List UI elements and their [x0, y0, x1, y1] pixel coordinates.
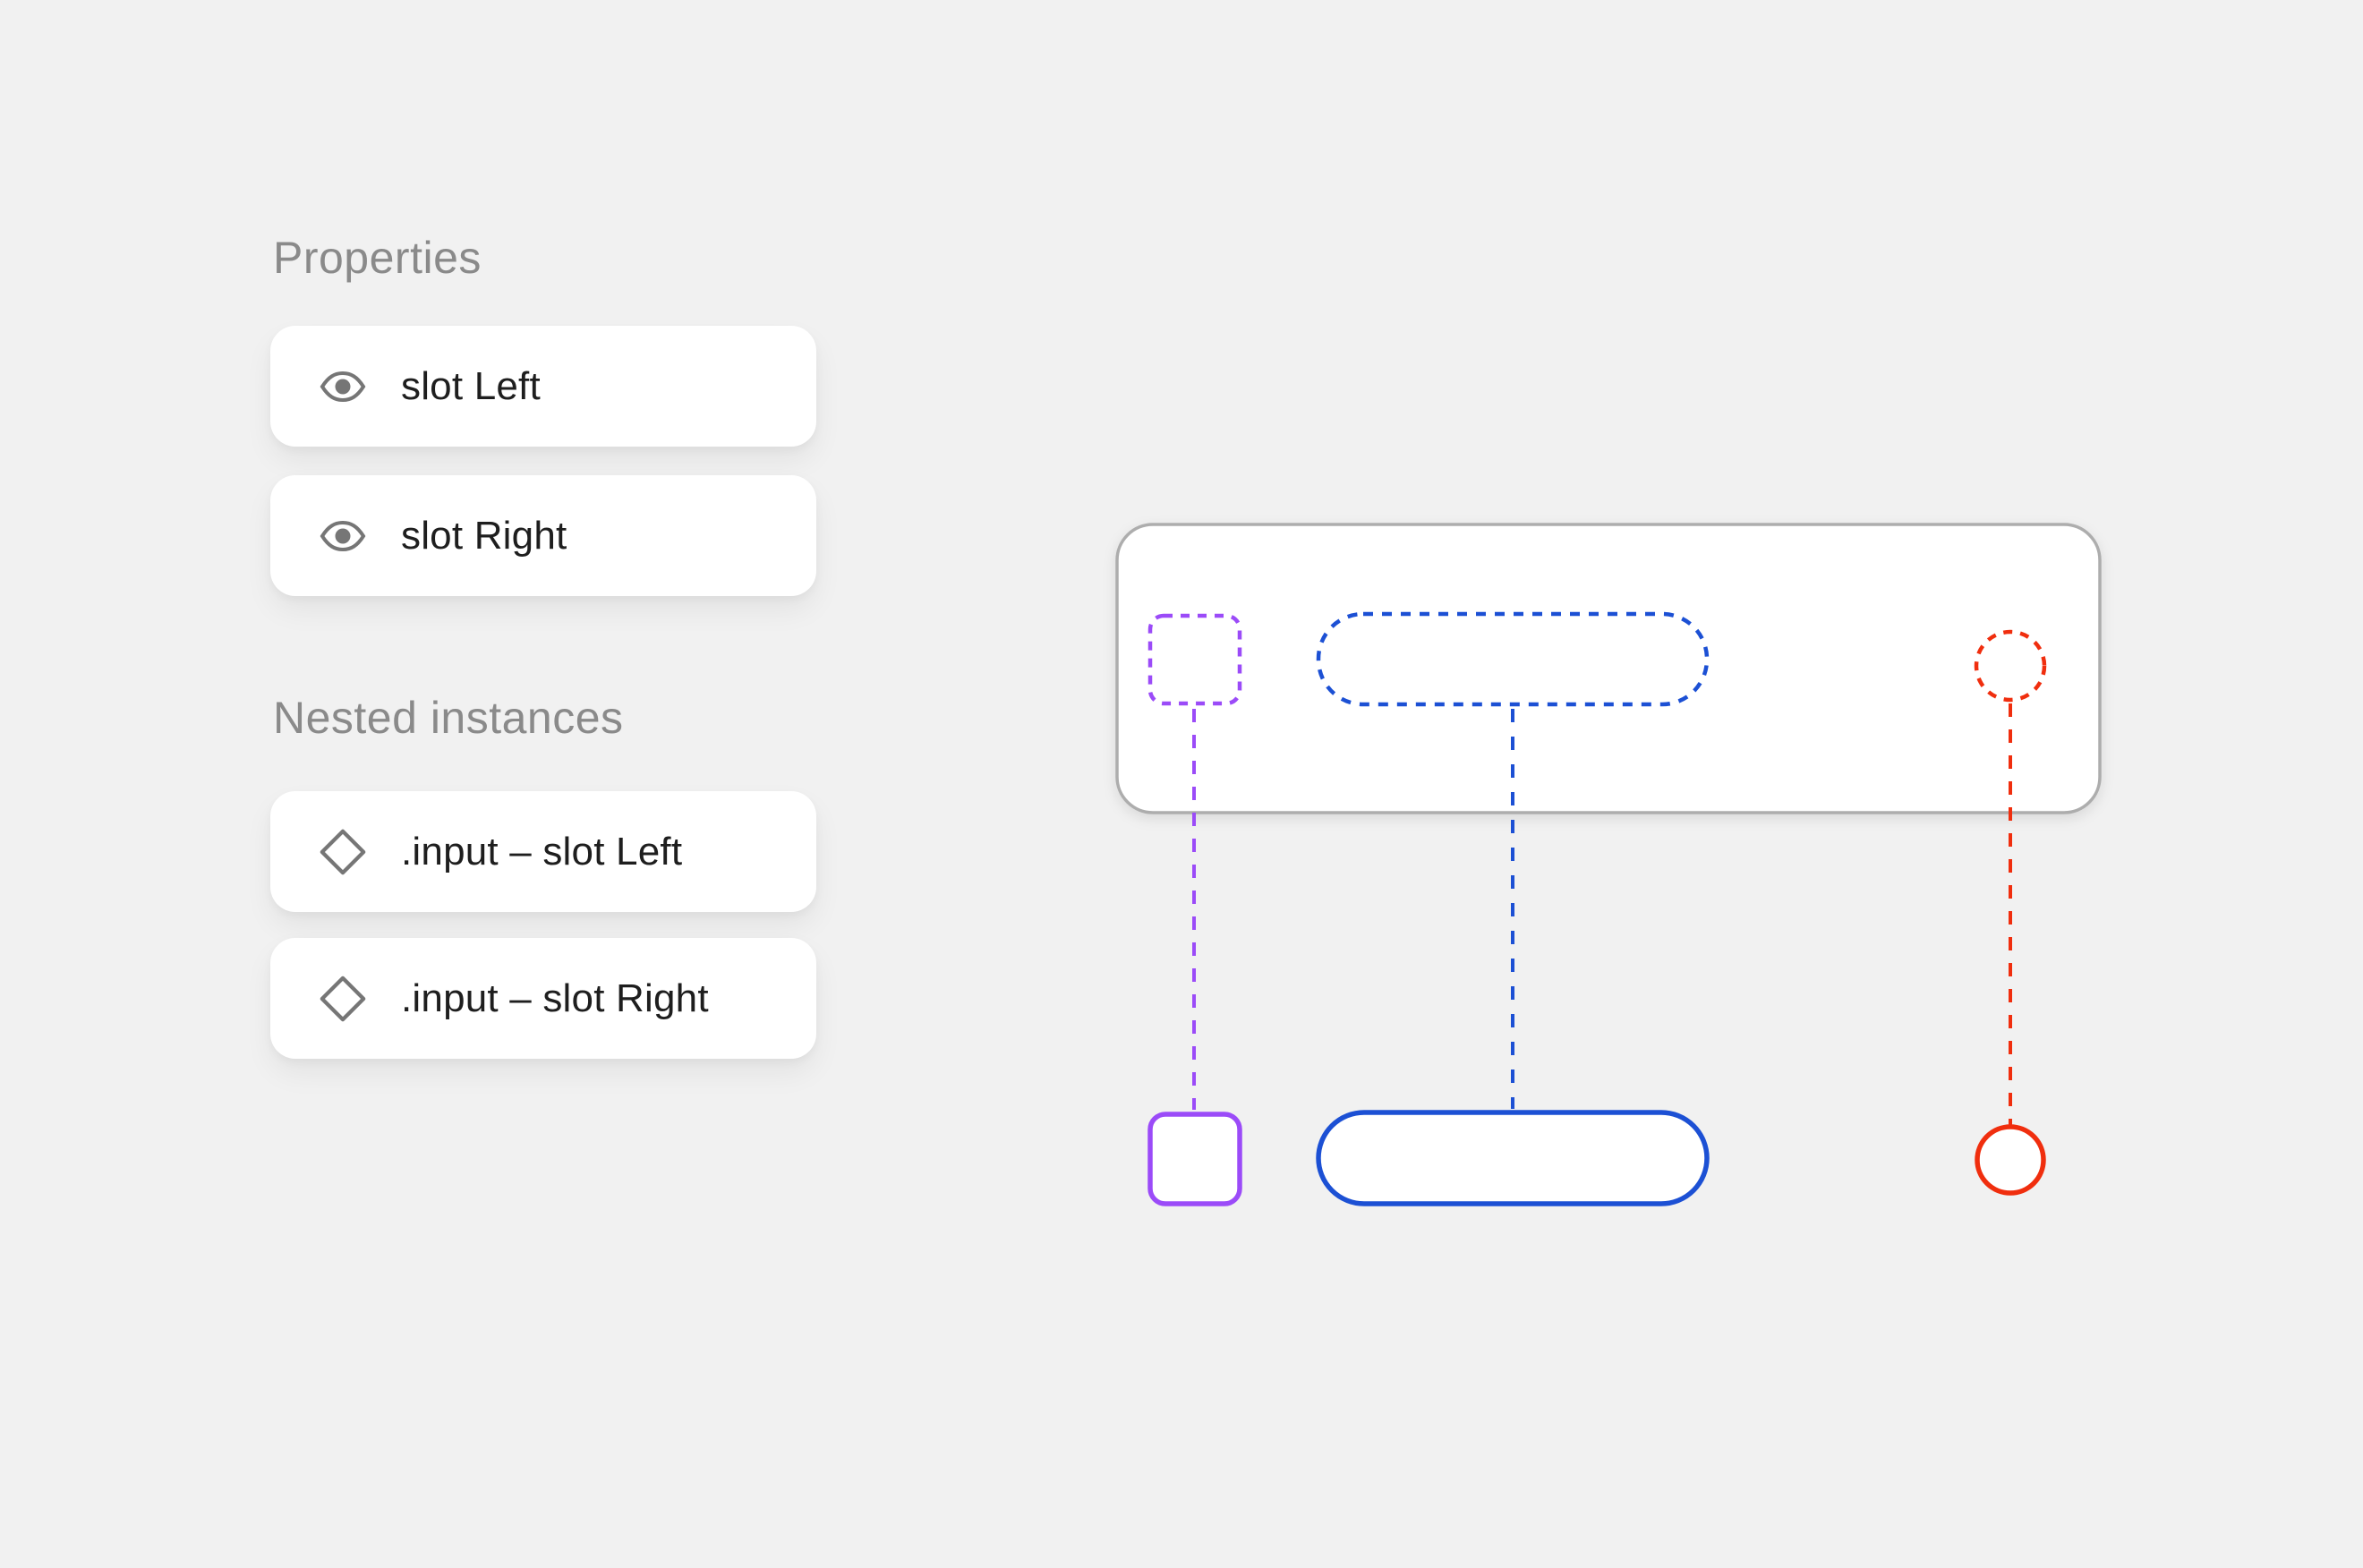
property-row-slot-right[interactable]: slot Right	[270, 475, 816, 596]
input-source	[1316, 1110, 1710, 1206]
slot-left-source	[1147, 1112, 1242, 1206]
diamond-icon	[319, 938, 367, 1059]
component-frame	[1115, 523, 2102, 814]
nested-instance-label: .input – slot Left	[401, 829, 683, 873]
nested-instances-heading: Nested instances	[273, 693, 624, 743]
nested-instance-row-input-slot-right[interactable]: .input – slot Right	[270, 938, 816, 1059]
input-placeholder	[1316, 611, 1710, 707]
slot-right-source	[1975, 1124, 2046, 1196]
slot-left-placeholder	[1147, 613, 1242, 706]
property-label: slot Left	[401, 363, 541, 408]
property-label: slot Right	[401, 513, 567, 558]
nested-instance-label: .input – slot Right	[401, 976, 709, 1020]
diamond-icon	[319, 791, 367, 912]
property-row-slot-left[interactable]: slot Left	[270, 326, 816, 447]
eye-icon[interactable]	[319, 475, 367, 596]
eye-icon[interactable]	[319, 326, 367, 447]
nested-instance-row-input-slot-left[interactable]: .input – slot Left	[270, 791, 816, 912]
slot-right-placeholder	[1974, 629, 2047, 703]
properties-heading: Properties	[273, 233, 482, 283]
